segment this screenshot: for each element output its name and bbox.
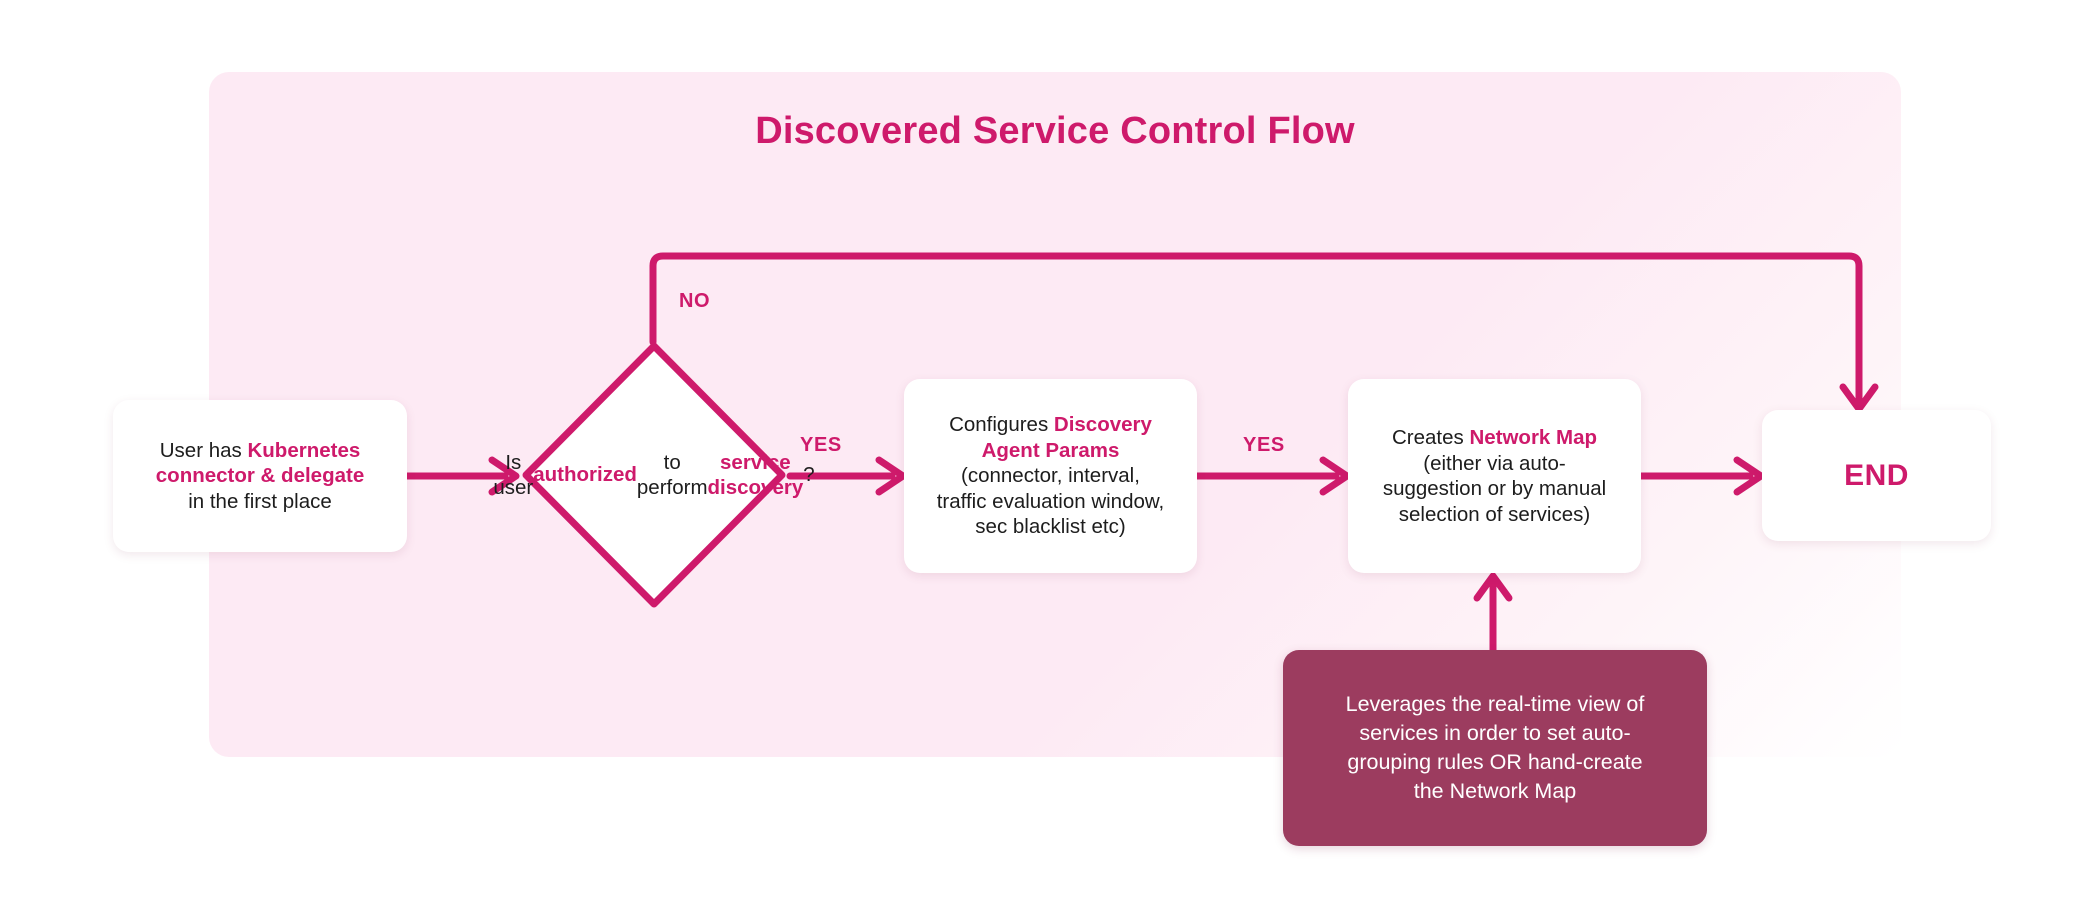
edge-label-no: NO — [679, 290, 711, 312]
network-map-node: Creates Network Map(either via auto-sugg… — [1348, 379, 1641, 573]
edge-label-yes-1: YES — [800, 434, 842, 456]
decision-diamond-shape — [522, 342, 786, 608]
end-node: END — [1762, 410, 1991, 541]
diagram-title: Discovered Service Control Flow — [755, 110, 1355, 152]
edge-label-yes-2: YES — [1243, 434, 1285, 456]
network-map-node-label: Creates Network Map(either via auto-sugg… — [1382, 426, 1607, 526]
end-node-label: END — [1844, 458, 1909, 492]
